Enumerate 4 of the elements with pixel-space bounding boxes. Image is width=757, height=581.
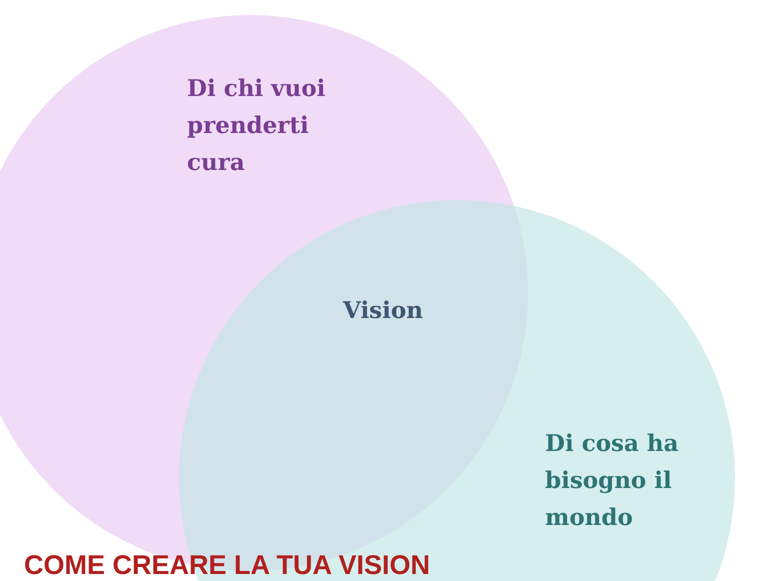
- circle-label: Di cosa ha bisogno il mondo: [545, 429, 680, 533]
- overlap-label: Vision: [343, 296, 423, 326]
- title: COME CREARE LA TUA VISION: [24, 550, 430, 581]
- circle-label: Di chi vuoi prenderti cura: [187, 74, 326, 178]
